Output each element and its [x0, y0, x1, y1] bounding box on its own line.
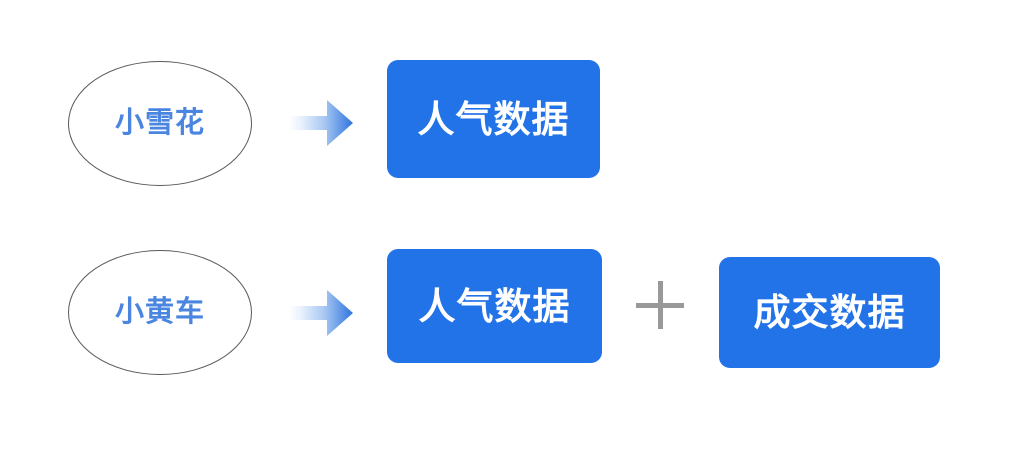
arrow-right-icon-1 [289, 100, 353, 146]
diagram-row-2: 小黄车 人气数据 成交数据 [0, 249, 1016, 376]
arrow-right-icon-2 [289, 289, 353, 336]
target-node-label-transaction: 成交数据 [753, 292, 906, 333]
target-node-popularity-1[interactable]: 人气数据 [387, 60, 600, 178]
source-node-ellipse-1[interactable]: 小雪花 [68, 60, 252, 186]
source-node-ellipse-2[interactable]: 小黄车 [68, 250, 252, 375]
source-node-label-1: 小雪花 [114, 106, 205, 139]
source-node-label-2: 小黄车 [114, 296, 205, 328]
target-node-label-popularity-2: 人气数据 [418, 285, 571, 327]
diagram-row-1: 小雪花 人气数据 [0, 60, 1016, 186]
target-node-label-popularity-1: 人气数据 [417, 98, 570, 140]
target-node-popularity-2[interactable]: 人气数据 [387, 249, 602, 363]
plus-icon [636, 281, 684, 329]
target-node-transaction[interactable]: 成交数据 [719, 257, 940, 368]
